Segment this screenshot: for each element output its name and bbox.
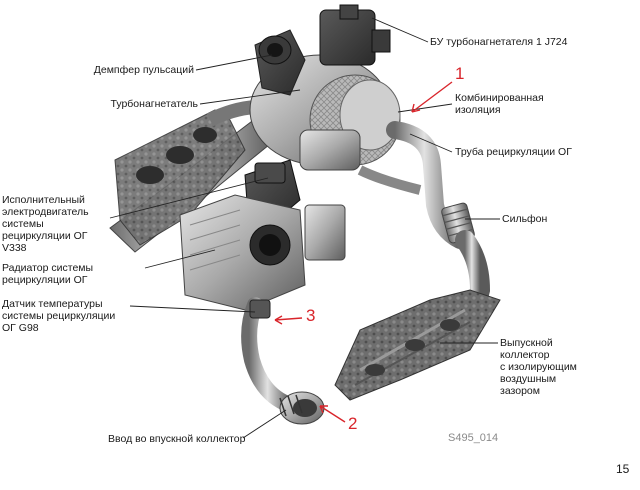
label-egr-pipe: Труба рециркуляции ОГ — [455, 146, 572, 158]
marker-3: 3 — [306, 306, 316, 325]
intake-pipe — [241, 297, 325, 425]
page-number: 15 — [616, 462, 630, 476]
label-combined-insulation: Комбинированная изоляция — [455, 92, 544, 116]
egr-cooler — [179, 194, 346, 311]
label-exhaust-manifold: Выпускной коллектор с изолирующим воздуш… — [500, 337, 577, 397]
turbo-control-unit — [319, 4, 391, 66]
label-pulsation-damper: Демпфер пульсаций — [93, 64, 194, 76]
image-code: S495_014 — [448, 432, 499, 444]
marker-2: 2 — [348, 414, 358, 433]
exhaust-pipe — [455, 230, 491, 340]
exhaust-manifold — [334, 289, 501, 401]
pulsation-damper — [254, 29, 306, 96]
marker-1: 1 — [455, 64, 465, 83]
label-temp-sensor-g98: Датчик температуры системы рециркуляции … — [2, 298, 116, 334]
turbocharger — [249, 54, 401, 171]
label-intake-inlet: Ввод во впускной коллектор — [108, 433, 246, 445]
label-ecu-j724: БУ турбонагнетателя 1 J724 — [430, 36, 568, 48]
label-turbocharger: Турбонагнетатель — [110, 98, 199, 110]
leader-lines — [109, 17, 500, 439]
marker-arrows — [274, 81, 453, 423]
label-bellows: Сильфон — [502, 213, 548, 225]
label-egr-actuator-v338: Исполнительный электродвигатель системы … — [2, 194, 89, 254]
label-egr-cooler: Радиатор системы рециркуляции ОГ — [2, 262, 94, 286]
